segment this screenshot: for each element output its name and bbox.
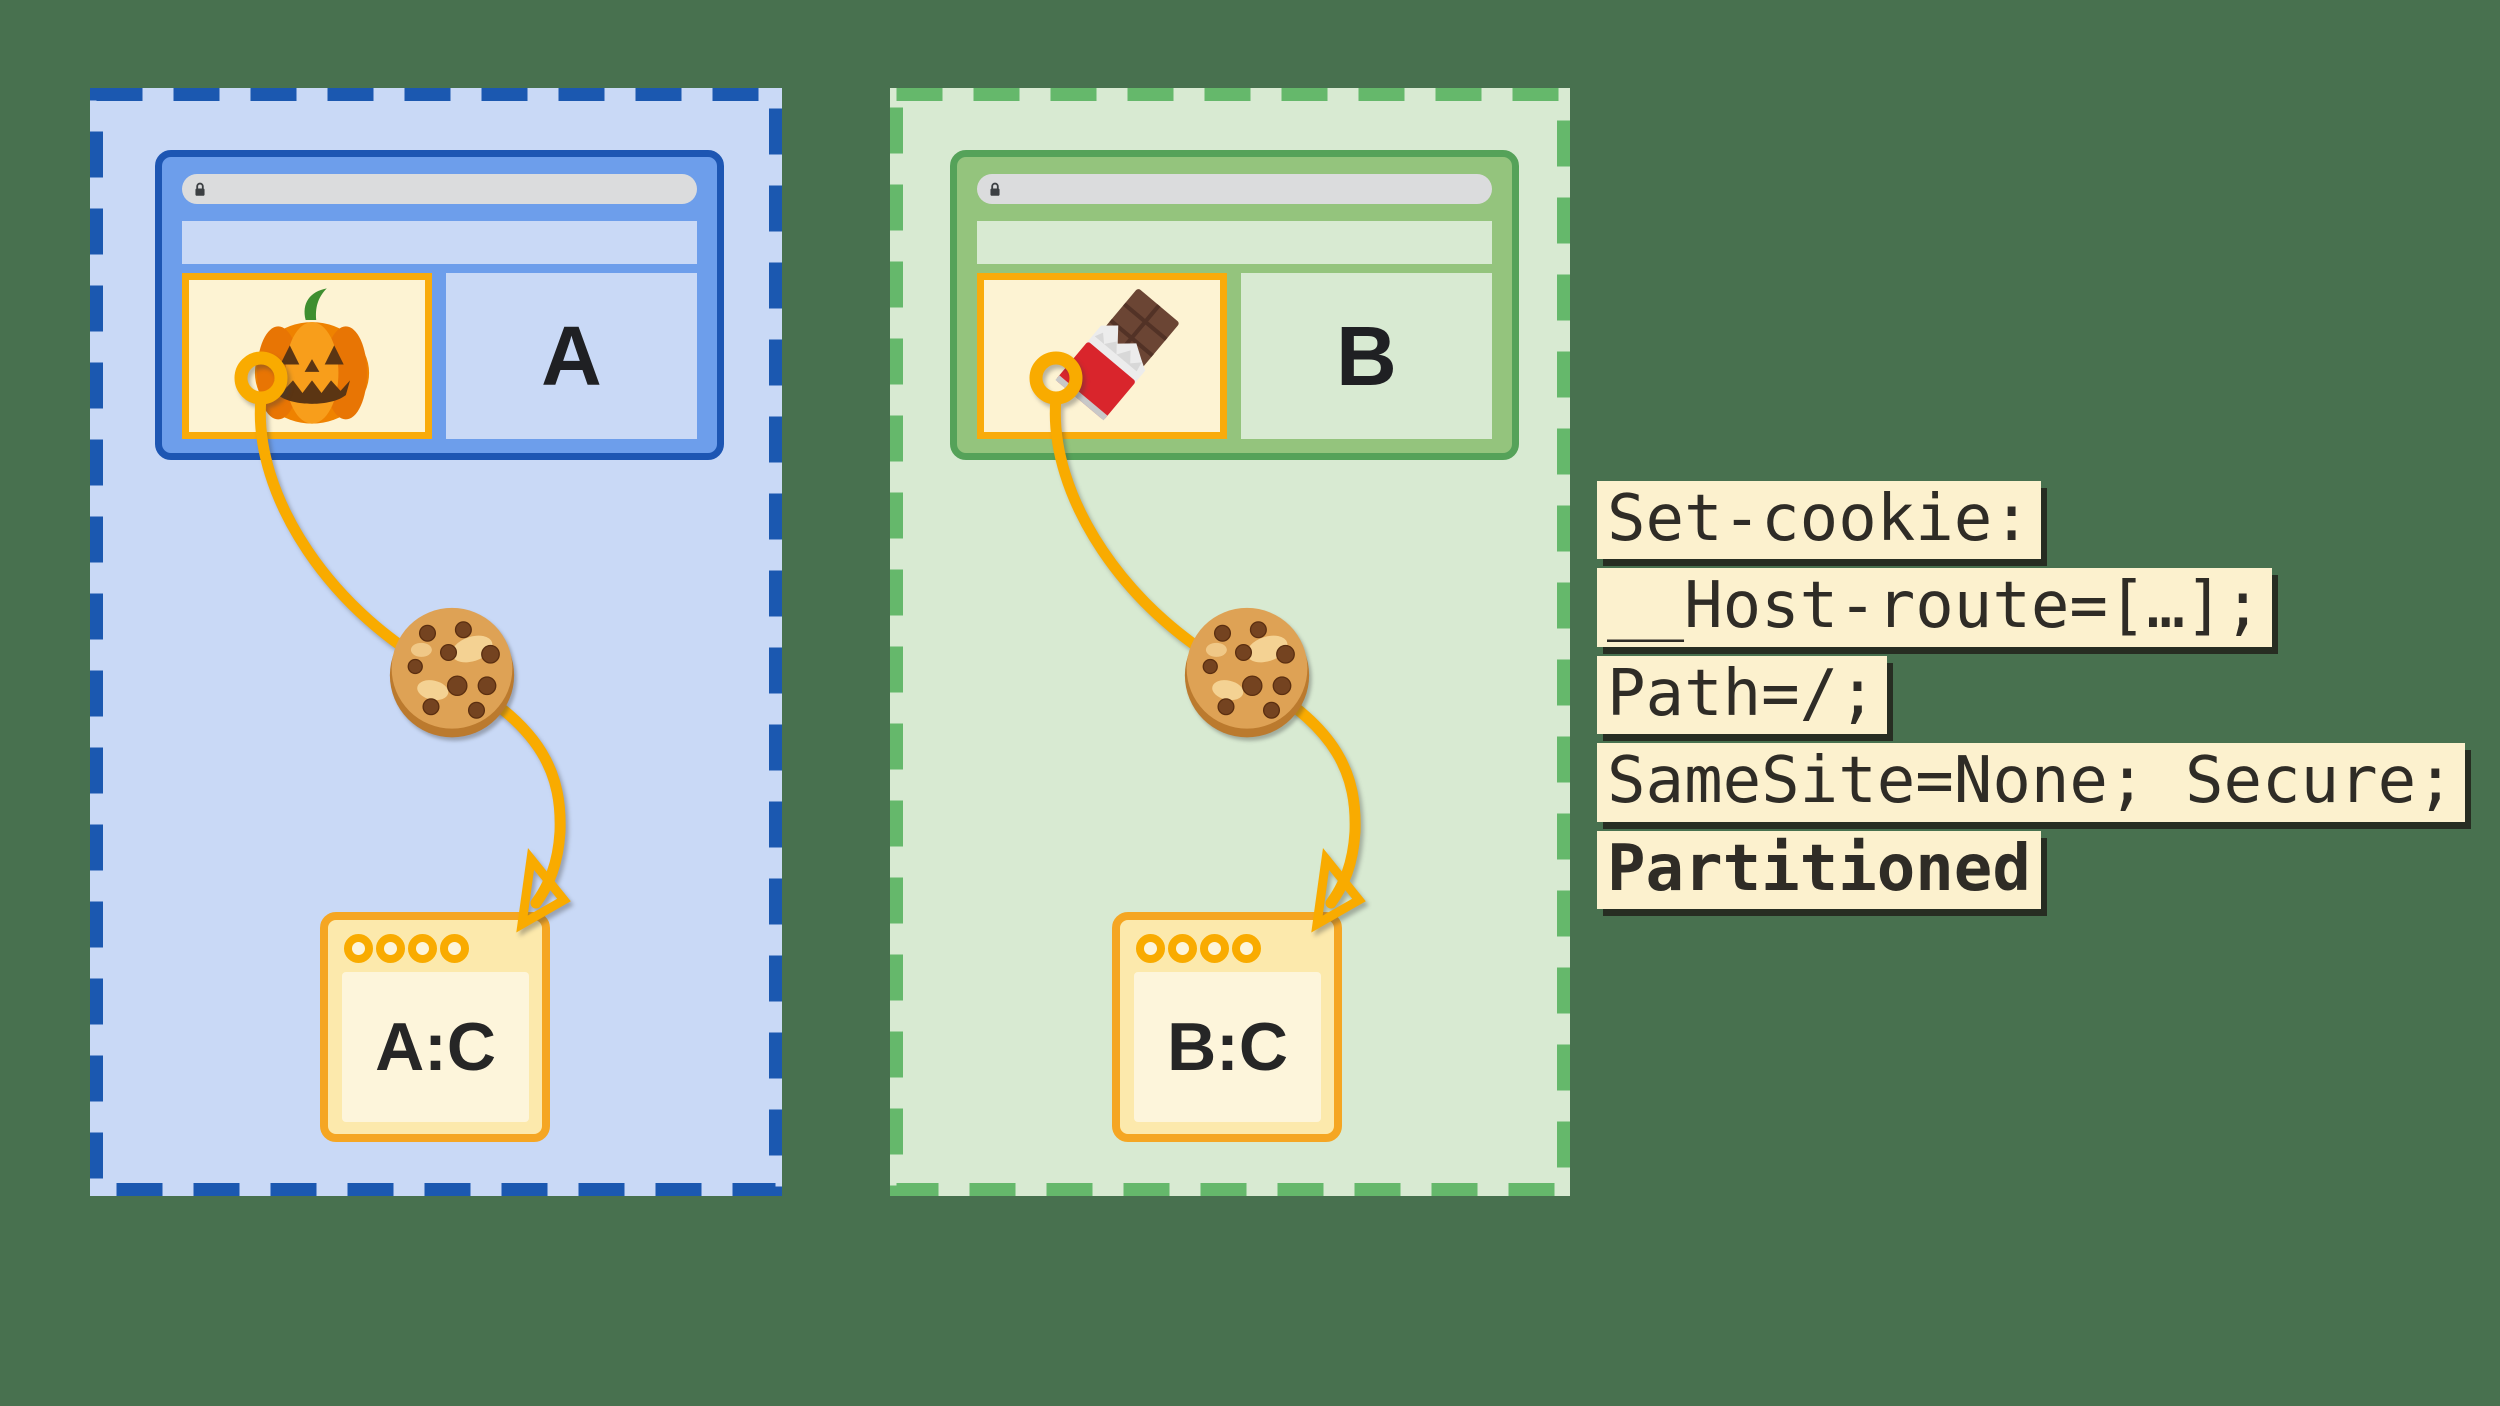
jar-dot-icon xyxy=(1200,934,1229,963)
jar-dot-icon xyxy=(408,934,437,963)
page-header-bar-site-a xyxy=(182,221,697,264)
url-bar-site-b xyxy=(977,174,1492,204)
partition-key-label-b: B:C xyxy=(1167,1009,1288,1085)
jar-dot-icon xyxy=(344,934,373,963)
jar-dot-icon xyxy=(1136,934,1165,963)
embedded-iframe-site-c-in-b xyxy=(977,273,1227,439)
lock-icon xyxy=(990,182,1000,196)
jar-dot-icon xyxy=(440,934,469,963)
code-line-host-route: __Host-route=[…]; xyxy=(1597,568,2273,647)
site-b-letter: B xyxy=(1336,309,1397,403)
partition-panel-site-b: B B:C xyxy=(890,88,1570,1196)
cookie-jar-partition-b: B:C xyxy=(1112,912,1342,1142)
code-line-set-cookie: Set-cookie: xyxy=(1597,481,2041,560)
jar-dots xyxy=(344,934,469,963)
jar-dot-icon xyxy=(376,934,405,963)
code-line-path: Path=/; xyxy=(1597,655,1887,735)
browser-window-site-a: A xyxy=(155,150,724,460)
site-a-page-area: A xyxy=(446,273,697,439)
browser-window-site-b: B xyxy=(950,150,1519,460)
jack-o-lantern-icon xyxy=(254,288,370,424)
partition-panel-site-a: A A:C xyxy=(90,88,782,1196)
embedded-iframe-site-c-in-a xyxy=(182,273,432,439)
url-bar-site-a xyxy=(182,174,697,204)
code-line-samesite-secure: SameSite=None; Secure; xyxy=(1597,743,2465,822)
code-line-partitioned: Partitioned xyxy=(1597,830,2041,909)
jar-dot-icon xyxy=(1232,934,1261,963)
lock-icon xyxy=(195,182,205,196)
site-a-letter: A xyxy=(541,309,602,403)
site-b-page-area: B xyxy=(1241,273,1492,439)
jar-dot-icon xyxy=(1168,934,1197,963)
partition-key-label-a: A:C xyxy=(375,1009,496,1085)
jar-partition-key-area: B:C xyxy=(1134,972,1321,1122)
chocolate-bar-icon xyxy=(1055,289,1179,421)
jar-dots xyxy=(1136,934,1261,963)
set-cookie-code-block: Set-cookie: __Host-route=[…]; Path=/; Sa… xyxy=(1597,481,2465,918)
cookie-jar-partition-a: A:C xyxy=(320,912,550,1142)
page-header-bar-site-b xyxy=(977,221,1492,264)
jar-partition-key-area: A:C xyxy=(342,972,529,1122)
